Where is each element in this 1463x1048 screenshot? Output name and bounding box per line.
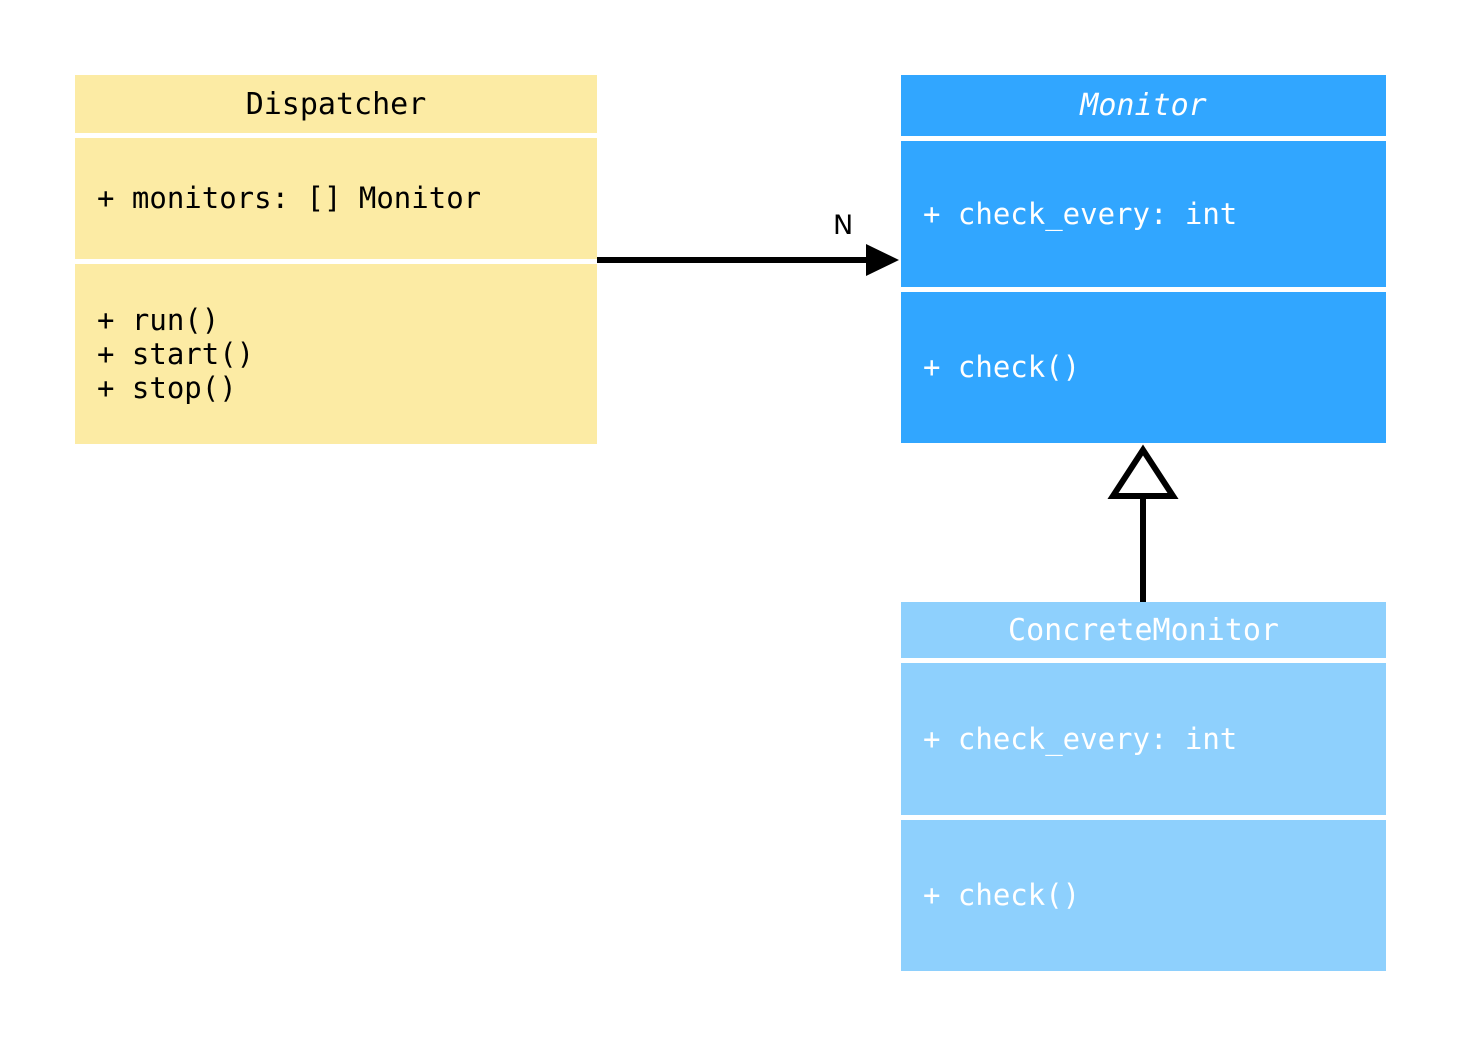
methods-compartment-monitor: + check() (901, 292, 1386, 443)
class-name-concretemonitor: ConcreteMonitor (901, 602, 1386, 658)
method-item: + start() (97, 336, 255, 371)
attributes-compartment-dispatcher: + monitors: [] Monitor (75, 138, 597, 259)
compartment-divider (75, 259, 597, 264)
attribute-item: + check_every: int (923, 721, 1238, 756)
uml-class-concretemonitor[interactable]: ConcreteMonitor + check_every: int + che… (901, 602, 1386, 971)
method-item: + stop() (97, 371, 237, 406)
generalization-arrow-concretemonitor-to-monitor (1107, 444, 1179, 602)
uml-class-dispatcher[interactable]: Dispatcher + monitors: [] Monitor + run(… (75, 75, 597, 444)
association-arrow-dispatcher-to-monitor (597, 244, 899, 276)
method-item: + check() (923, 350, 1081, 385)
class-name-dispatcher: Dispatcher (75, 75, 597, 133)
compartment-divider (75, 133, 597, 138)
compartment-divider (901, 287, 1386, 292)
association-multiplicity-label: N (833, 210, 854, 241)
methods-compartment-dispatcher: + run() + start() + stop() (75, 264, 597, 444)
compartment-divider (901, 136, 1386, 141)
uml-class-monitor[interactable]: Monitor + check_every: int + check() (901, 75, 1386, 443)
association-arrowhead (866, 244, 899, 276)
compartment-divider (901, 658, 1386, 663)
attribute-item: + monitors: [] Monitor (97, 181, 482, 216)
attribute-item: + check_every: int (923, 196, 1238, 231)
generalization-triangle (1107, 444, 1179, 499)
attributes-compartment-concretemonitor: + check_every: int (901, 663, 1386, 815)
class-name-monitor: Monitor (901, 75, 1386, 136)
method-item: + run() (97, 302, 220, 337)
compartment-divider (901, 815, 1386, 820)
attributes-compartment-monitor: + check_every: int (901, 141, 1386, 287)
methods-compartment-concretemonitor: + check() (901, 820, 1386, 971)
method-item: + check() (923, 878, 1081, 913)
